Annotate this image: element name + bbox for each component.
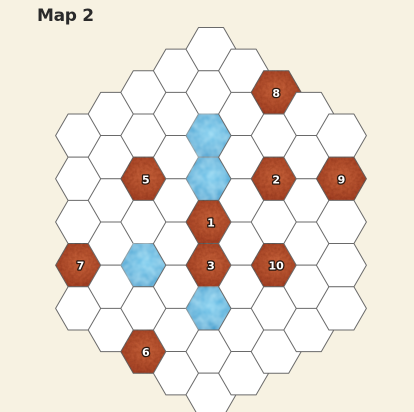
hex-shape xyxy=(315,286,367,331)
hex-number-label: 10 xyxy=(269,260,285,273)
hex-number-label: 1 xyxy=(207,217,215,230)
hex-number-label: 5 xyxy=(142,173,150,186)
hex-number-label: 3 xyxy=(207,260,215,273)
hex-number-label: 8 xyxy=(272,87,280,100)
hex-number-label: 2 xyxy=(272,173,280,186)
empty-hex[interactable] xyxy=(315,286,367,331)
hex-number-label: 7 xyxy=(77,260,85,273)
hex-number-label: 9 xyxy=(338,173,346,186)
map-title: Map 2 xyxy=(37,6,94,26)
hex-number-label: 6 xyxy=(142,346,150,359)
